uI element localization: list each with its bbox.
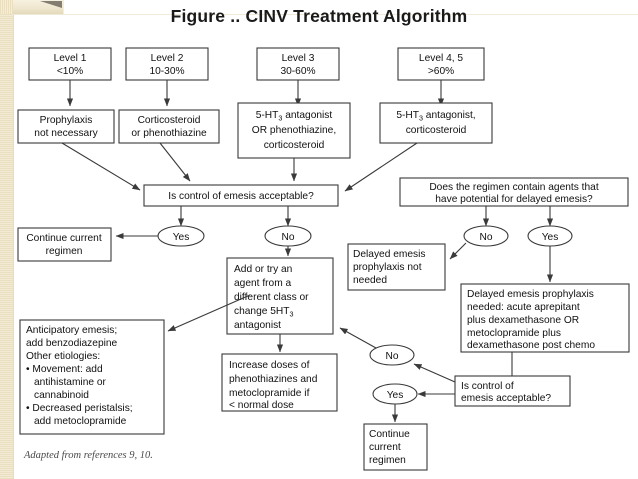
node-decision-control-text: Is control of emesis acceptable? bbox=[168, 191, 314, 202]
node-tx2-line2: or phenothiazine bbox=[131, 128, 207, 139]
node-no-prophylaxis-line2: prophylaxis not bbox=[353, 262, 422, 273]
node-level1 bbox=[28, 47, 112, 81]
edge-no-to-prophylaxis-not-needed bbox=[449, 242, 467, 260]
node-level3-line2: 30-60% bbox=[280, 66, 315, 77]
node-decision-delayed-line2: have potential for delayed emesis? bbox=[435, 194, 593, 205]
node-anticipatory-line7: • Decreased peristalsis; bbox=[26, 403, 133, 414]
node-level45-line1: Level 4, 5 bbox=[419, 53, 464, 64]
edge-decision2-to-no bbox=[413, 363, 456, 383]
node-tx4-line1: 5-HT3 antagonist, bbox=[396, 110, 475, 123]
node-corticosteroid-or-phenothiazine bbox=[118, 109, 220, 144]
node-add-or-try-agent bbox=[226, 257, 334, 335]
edge-no-bottom-to-add-or-try bbox=[339, 327, 377, 349]
node-delayed-needed-line5: dexamethasone post chemo bbox=[467, 340, 595, 351]
slide-inner-hairline-vertical bbox=[13, 14, 14, 479]
node-anticipatory-line6: cannabinoid bbox=[34, 390, 89, 401]
node-continue-bottom-line3: regimen bbox=[369, 455, 406, 466]
node-increase-line4: < normal dose bbox=[229, 400, 294, 411]
node-level3 bbox=[256, 47, 340, 81]
decision-label-yes-bottom-text: Yes bbox=[387, 390, 404, 401]
node-level1-line1: Level 1 bbox=[54, 53, 87, 64]
node-add-or-try-line5: antagonist bbox=[234, 320, 281, 331]
slide-left-border-decoration bbox=[0, 0, 13, 479]
node-level2-line1: Level 2 bbox=[151, 53, 184, 64]
node-tx3-line3: corticosteroid bbox=[264, 140, 325, 151]
decision-label-yes-left-text: Yes bbox=[173, 232, 190, 243]
node-level45-line2: >60% bbox=[428, 66, 454, 77]
node-continue-left-line1: Continue current bbox=[26, 233, 101, 244]
node-no-prophylaxis-line3: needed bbox=[353, 275, 387, 286]
node-add-or-try-line2: agent from a bbox=[234, 278, 292, 289]
page-title: Figure .. CINV Treatment Algorithm bbox=[170, 6, 468, 26]
node-increase-doses bbox=[221, 353, 338, 412]
edge-tx4-to-decision bbox=[344, 142, 418, 192]
figure-source-note: Adapted from references 9, 10. bbox=[24, 450, 153, 461]
node-anticipatory-line3: Other etiologies: bbox=[26, 351, 100, 362]
node-anticipatory-line5: antihistamine or bbox=[34, 377, 107, 388]
node-delayed-prophylaxis-needed bbox=[460, 283, 630, 353]
node-delayed-needed-line3: plus dexamethasone OR bbox=[467, 315, 579, 326]
node-anticipatory-line1: Anticipatory emesis; bbox=[26, 325, 117, 336]
node-no-prophylaxis-line1: Delayed emesis bbox=[353, 249, 425, 260]
node-delayed-needed-line2: needed: acute aprepitant bbox=[467, 302, 580, 313]
node-level2 bbox=[125, 47, 209, 81]
node-continue-current-regimen-left bbox=[17, 227, 112, 262]
node-level3-line1: Level 3 bbox=[282, 53, 315, 64]
node-decision-control2-line2: emesis acceptable? bbox=[461, 393, 551, 404]
node-anticipatory-line4: • Movement: add bbox=[26, 364, 103, 375]
edge-tx2-to-decision bbox=[159, 142, 191, 182]
node-delayed-prophylaxis-not-needed bbox=[347, 243, 446, 291]
node-decision-control2-line1: Is control of bbox=[461, 381, 514, 392]
decision-label-no-bottom-text: No bbox=[385, 351, 398, 362]
node-add-or-try-line3: different class or bbox=[234, 292, 309, 303]
node-continue-bottom-line2: current bbox=[369, 442, 401, 453]
node-decision-control-acceptable-2 bbox=[454, 375, 571, 407]
node-continue-current-regimen-bottom bbox=[363, 423, 428, 471]
decision-label-yes-right-text: Yes bbox=[542, 232, 559, 243]
node-decision-delayed-line1: Does the regimen contain agents that bbox=[429, 182, 599, 193]
node-tx4-line2: corticosteroid bbox=[406, 125, 467, 136]
node-add-or-try-line4: change 5HT3 bbox=[234, 306, 294, 319]
decision-label-no-bottom bbox=[369, 344, 415, 366]
node-tx1-line1: Prophylaxis bbox=[40, 115, 93, 126]
decision-label-no-right bbox=[463, 225, 509, 247]
node-level1-line2: <10% bbox=[57, 66, 83, 77]
node-increase-line2: phenothiazines and bbox=[229, 374, 318, 385]
node-delayed-needed-line4: metoclopramide plus bbox=[467, 328, 561, 339]
edge-tx1-to-decision bbox=[61, 142, 141, 191]
node-tx3-line1: 5-HT3 antagonist bbox=[256, 110, 333, 123]
node-decision-delayed-emesis bbox=[399, 177, 629, 207]
node-prophylaxis-not-necessary bbox=[17, 109, 115, 144]
node-increase-line1: Increase doses of bbox=[229, 360, 310, 371]
node-tx2-line1: Corticosteroid bbox=[138, 115, 201, 126]
node-continue-bottom-line1: Continue bbox=[369, 429, 410, 440]
node-anticipatory-line2: add benzodiazepine bbox=[26, 338, 118, 349]
node-increase-line3: metoclopramide if bbox=[229, 388, 310, 399]
node-anticipatory-line8: add metoclopramide bbox=[34, 416, 127, 427]
node-tx3-line2: OR phenothiazine, bbox=[252, 125, 336, 136]
node-tx1-line2: not necessary bbox=[34, 128, 98, 139]
slide-corner-wedge-icon bbox=[40, 1, 62, 8]
node-5ht3-or-phenothiazine-corticosteroid bbox=[237, 102, 351, 159]
decision-label-no-center-text: No bbox=[281, 232, 294, 243]
node-delayed-needed-line1: Delayed emesis prophylaxis bbox=[467, 289, 594, 300]
node-continue-left-line2: regimen bbox=[46, 246, 83, 257]
node-level2-line2: 10-30% bbox=[149, 66, 184, 77]
node-5ht3-corticosteroid bbox=[379, 102, 493, 144]
node-add-or-try-line1: Add or try an bbox=[234, 264, 292, 275]
node-anticipatory-emesis bbox=[19, 319, 165, 435]
slide-inner-hairline-horizontal bbox=[13, 14, 638, 15]
decision-label-no-right-text: No bbox=[479, 232, 492, 243]
edge-add-or-try-to-anticipatory bbox=[167, 294, 251, 332]
node-decision-control-acceptable bbox=[143, 184, 339, 207]
